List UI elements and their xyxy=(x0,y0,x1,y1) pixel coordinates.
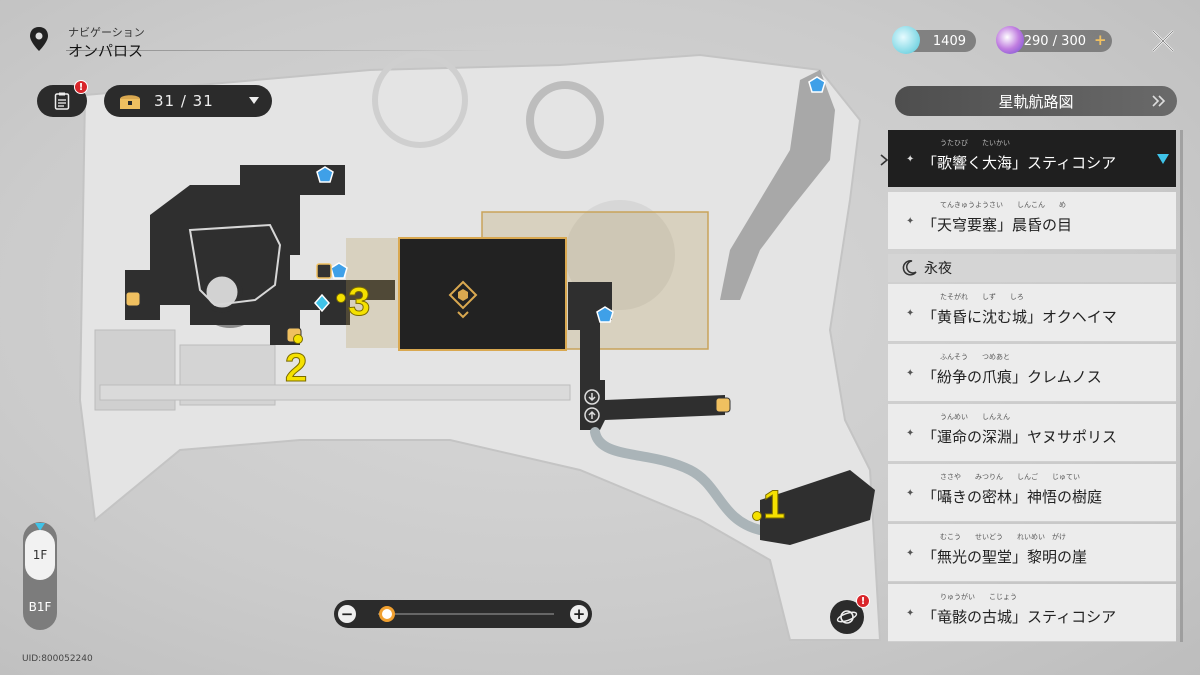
chest-count: 31 / 31 xyxy=(154,92,214,110)
stellar-jade-icon xyxy=(892,26,920,54)
close-icon[interactable] xyxy=(1150,28,1176,54)
chevron-down-icon xyxy=(249,97,259,104)
star-icon: ✦ xyxy=(906,548,915,559)
star-icon: ✦ xyxy=(906,368,915,379)
user-id: UID:800052240 xyxy=(22,654,93,664)
star-icon: ✦ xyxy=(906,216,915,227)
marker-number-1: 1 xyxy=(762,483,786,527)
space-anchor-icon[interactable] xyxy=(808,76,826,94)
floor-1f-button[interactable]: 1F xyxy=(25,530,55,580)
region-ruby: うんめい しんえん xyxy=(940,413,1010,421)
puzzle-icon[interactable] xyxy=(714,396,732,414)
planet-icon xyxy=(836,610,858,624)
space-anchor-icon[interactable] xyxy=(596,306,614,324)
trailblaze-power-display: 290 / 300 xyxy=(1004,30,1112,52)
region-ruby: たそがれ しず しろ xyxy=(940,293,1024,301)
trailblaze-power-count: 290 / 300 xyxy=(1023,33,1086,49)
region-item-stikosia[interactable]: うたひび たいかい ✦ 「歌響く大海」スティコシア xyxy=(888,130,1176,188)
calyx-icon[interactable] xyxy=(313,294,331,312)
region-item-okhema[interactable]: たそがれ しず しろ ✦ 「黄昏に沈む城」オクヘイマ xyxy=(888,284,1176,342)
floor-selector: 1F B1F xyxy=(23,522,57,630)
interastral-alert-badge: ! xyxy=(856,594,870,608)
region-item-cathedral[interactable]: むこう せいどう れいめい がけ ✦ 「無光の聖堂」黎明の崖 xyxy=(888,524,1176,582)
region-label: 「紛争の爪痕」クレムノス xyxy=(922,368,1102,386)
marker-dot-3 xyxy=(336,293,346,303)
region-label: 「天穹要塞」晨昏の目 xyxy=(922,216,1073,234)
region-item-sky-fortress[interactable]: てんきゅうようさい しんこん め ✦ 「天穹要塞」晨昏の目 xyxy=(888,192,1176,250)
region-label: 「竜骸の古城」スティコシア xyxy=(922,608,1117,626)
region-title: オンパロス xyxy=(68,42,144,60)
mission-alert-badge: ! xyxy=(74,80,88,94)
star-icon: ✦ xyxy=(906,488,915,499)
treasure-chest-icon xyxy=(120,95,140,109)
star-icon: ✦ xyxy=(906,428,915,439)
floor-b1f-button[interactable]: B1F xyxy=(28,600,52,614)
star-icon: ✦ xyxy=(906,308,915,319)
region-label: 「運命の深淵」ヤヌサポリス xyxy=(922,428,1118,446)
star-rail-map-label: 星軌航路図 xyxy=(998,92,1074,111)
region-label: 「無光の聖堂」黎明の崖 xyxy=(922,548,1088,566)
zoom-slider-handle[interactable] xyxy=(378,606,395,622)
marker-dot-2 xyxy=(293,334,303,344)
region-item-kremnos[interactable]: ふんそう つめあと ✦ 「紛争の爪痕」クレムノス xyxy=(888,344,1176,402)
treasure-chest-filter[interactable]: 31 / 31 xyxy=(104,85,272,117)
stellar-jade-count: 1409 xyxy=(932,33,966,49)
region-ruby: りゅうがい こじょう xyxy=(940,593,1017,601)
region-label: 「囁きの密林」神悟の樹庭 xyxy=(922,488,1103,506)
section-header-eternal-night: 永夜 xyxy=(888,254,1176,282)
marker-number-2: 2 xyxy=(284,346,308,390)
selection-chevron-icon xyxy=(880,154,889,166)
zoom-control: − + xyxy=(334,600,592,628)
region-list-scrollbar[interactable] xyxy=(1180,130,1183,642)
zoom-in-button[interactable]: + xyxy=(570,605,588,623)
door-icon[interactable] xyxy=(315,262,333,280)
region-list: うたひび たいかい ✦ 「歌響く大海」スティコシア てんきゅうようさい しんこん… xyxy=(888,130,1176,642)
active-indicator-icon xyxy=(1157,154,1169,164)
trailblaze-power-icon xyxy=(996,26,1024,54)
star-icon: ✦ xyxy=(906,608,915,619)
region-ruby: ささや みつりん しんご じゅてい xyxy=(940,473,1080,481)
zoom-out-button[interactable]: − xyxy=(338,605,356,623)
header-divider xyxy=(66,50,496,51)
mission-list-icon xyxy=(54,92,70,110)
space-anchor-icon[interactable] xyxy=(330,262,348,280)
moon-icon xyxy=(902,260,917,276)
double-chevron-right-icon xyxy=(1152,95,1166,107)
region-item-grove[interactable]: ささや みつりん しんご じゅてい ✦ 「囁きの密林」神悟の樹庭 xyxy=(888,464,1176,522)
current-floor-indicator-icon xyxy=(35,523,45,531)
region-item-janusopolis[interactable]: うんめい しんえん ✦ 「運命の深淵」ヤヌサポリス xyxy=(888,404,1176,462)
marker-number-3: 3 xyxy=(347,280,371,324)
region-ruby: てんきゅうようさい しんこん め xyxy=(940,201,1066,209)
region-ruby: うたひび たいかい xyxy=(940,139,1010,147)
marker-dot-1 xyxy=(752,511,762,521)
region-item-dragon-castle[interactable]: りゅうがい こじょう ✦ 「竜骸の古城」スティコシア xyxy=(888,584,1176,642)
star-rail-map-button[interactable]: 星軌航路図 xyxy=(895,86,1177,116)
puzzle-icon[interactable] xyxy=(124,290,142,308)
star-icon: ✦ xyxy=(906,154,915,165)
location-pin-icon xyxy=(30,27,48,51)
region-ruby: むこう せいどう れいめい がけ xyxy=(940,533,1066,541)
section-header-label: 永夜 xyxy=(924,261,952,277)
region-label: 「黄昏に沈む城」オクヘイマ xyxy=(922,308,1117,326)
navigation-subtitle: ナビゲーション xyxy=(68,26,145,39)
space-anchor-icon[interactable] xyxy=(316,166,334,184)
elevator-icon[interactable] xyxy=(583,388,601,424)
add-power-button[interactable]: + xyxy=(1094,31,1107,49)
region-label: 「歌響く大海」スティコシア xyxy=(922,154,1117,172)
zoom-slider-track[interactable] xyxy=(378,613,554,615)
objective-icon[interactable] xyxy=(448,280,478,320)
region-ruby: ふんそう つめあと xyxy=(940,353,1010,361)
